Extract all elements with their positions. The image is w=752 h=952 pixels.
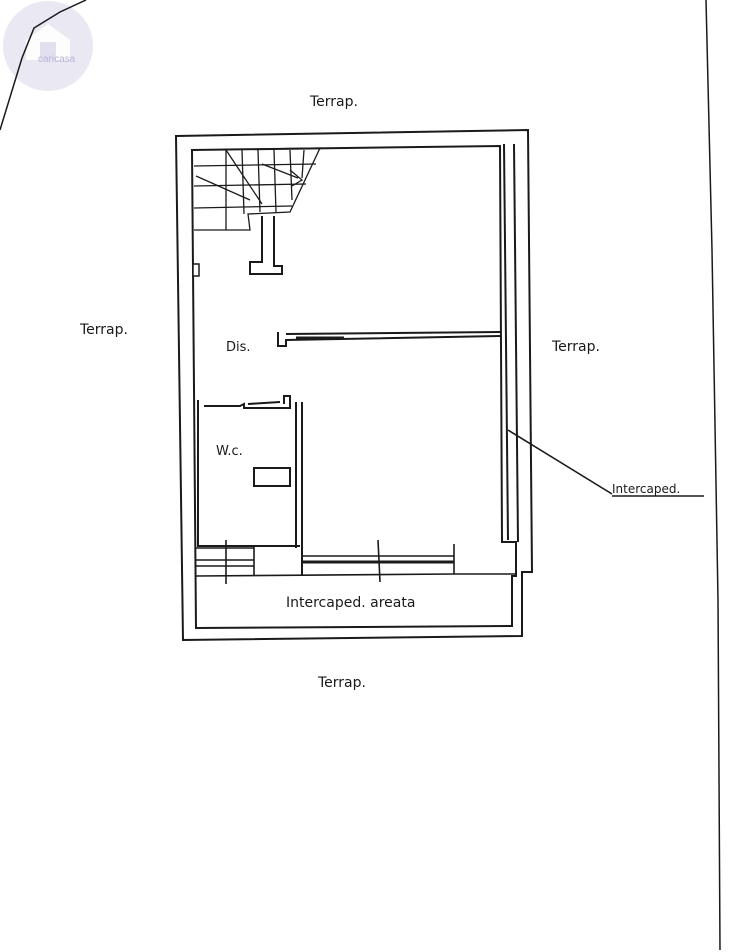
wc-walls (197, 395, 303, 576)
label-intercaped-areata: Intercaped. areata (286, 595, 415, 611)
label-wc: W.c. (216, 444, 243, 459)
label-intercaped-side: Intercaped. (612, 482, 680, 496)
room-partition (277, 331, 501, 347)
label-dis: Dis. (226, 340, 251, 355)
staircase (193, 147, 322, 231)
label-terrap-left: Terrap. (79, 322, 128, 338)
caricasa-logo: caricasa (3, 1, 93, 91)
leader-line (507, 429, 704, 497)
side-interspace-walls (503, 143, 519, 543)
property-boundary (0, 0, 721, 951)
label-terrap-right: Terrap. (551, 339, 600, 355)
left-wall-jamb (192, 263, 200, 277)
logo-text: caricasa (38, 54, 76, 65)
outer-walls (174, 128, 534, 642)
label-terrap-top: Terrap. (309, 94, 358, 110)
label-terrap-bottom: Terrap. (317, 675, 366, 691)
stair-wall-hook (249, 216, 283, 275)
bottom-openings (195, 539, 516, 584)
